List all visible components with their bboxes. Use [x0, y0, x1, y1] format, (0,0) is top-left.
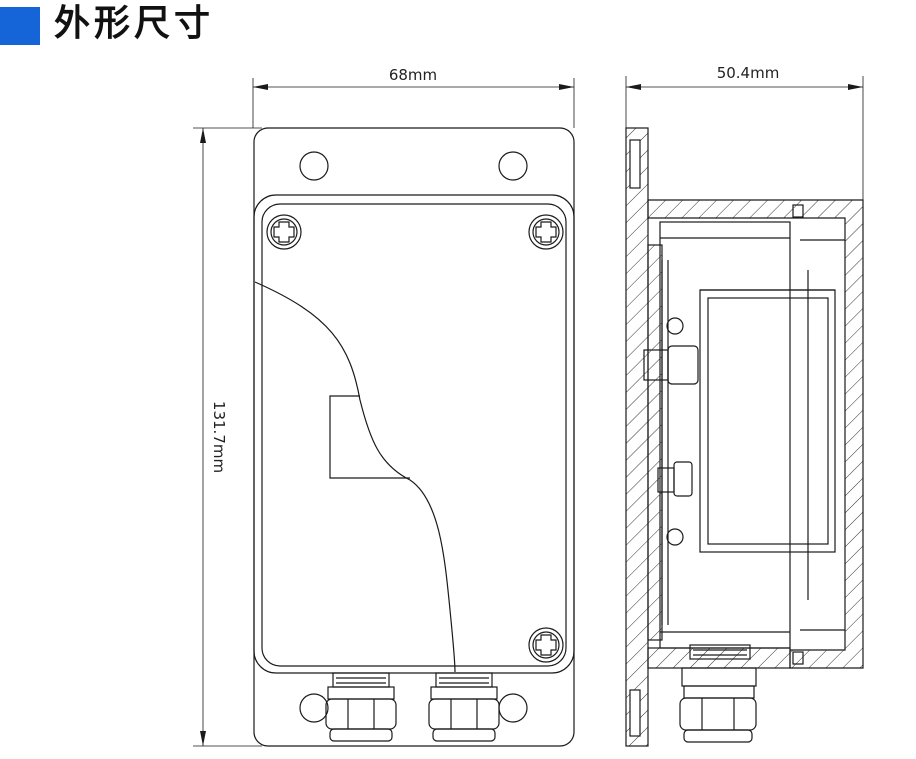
- side-connector-lower: [657, 461, 693, 497]
- side-depth-label: 50.4mm: [717, 64, 780, 82]
- lid-screw-bottom-right: [528, 627, 564, 663]
- side-standoff-2: [666, 528, 684, 546]
- front-height-label: 131.7mm: [210, 401, 228, 473]
- side-inner-housing: [659, 221, 791, 649]
- side-view: [625, 76, 864, 747]
- mount-hole-bottom-right: [498, 693, 528, 723]
- section-break-curve: [254, 281, 456, 673]
- side-pcb: [647, 244, 663, 641]
- height-arrow-top: [200, 128, 206, 143]
- side-cable-gland: [679, 644, 757, 743]
- side-standoff-1: [666, 317, 684, 335]
- section-title: 外形尺寸: [54, 3, 215, 44]
- side-clip-top: [792, 204, 804, 218]
- side-base-slot-top: [629, 139, 641, 189]
- side-base-slot-bottom: [629, 689, 641, 737]
- side-connector-upper: [643, 345, 699, 385]
- mount-hole-top-left: [299, 151, 329, 181]
- mount-hole-top-right: [498, 151, 528, 181]
- base-plate-outline: [253, 127, 575, 747]
- lid-outer: [253, 194, 575, 674]
- depth-arrow-left: [626, 84, 641, 90]
- height-arrow-bottom: [200, 731, 206, 746]
- lid-inner: [261, 203, 567, 667]
- depth-arrow-right: [848, 84, 863, 90]
- side-base-plate: [625, 127, 649, 747]
- side-clip-bottom: [792, 651, 804, 665]
- front-width-label: 68mm: [389, 66, 437, 84]
- width-arrow-right: [559, 84, 574, 90]
- front-view: [193, 78, 575, 747]
- width-arrow-left: [253, 84, 268, 90]
- side-bottom-wall: [647, 647, 791, 669]
- label-window: [329, 395, 410, 479]
- mount-hole-bottom-left: [299, 693, 329, 723]
- header-square-icon: [0, 7, 40, 45]
- lid-screw-top-right: [528, 214, 564, 250]
- side-module: [699, 289, 836, 553]
- cable-gland-right: [428, 672, 500, 742]
- lid-screw-top-left: [266, 214, 302, 250]
- cable-gland-left: [325, 672, 397, 742]
- section-header: 外形尺寸: [0, 0, 400, 52]
- side-enclosure-wall: [647, 199, 864, 669]
